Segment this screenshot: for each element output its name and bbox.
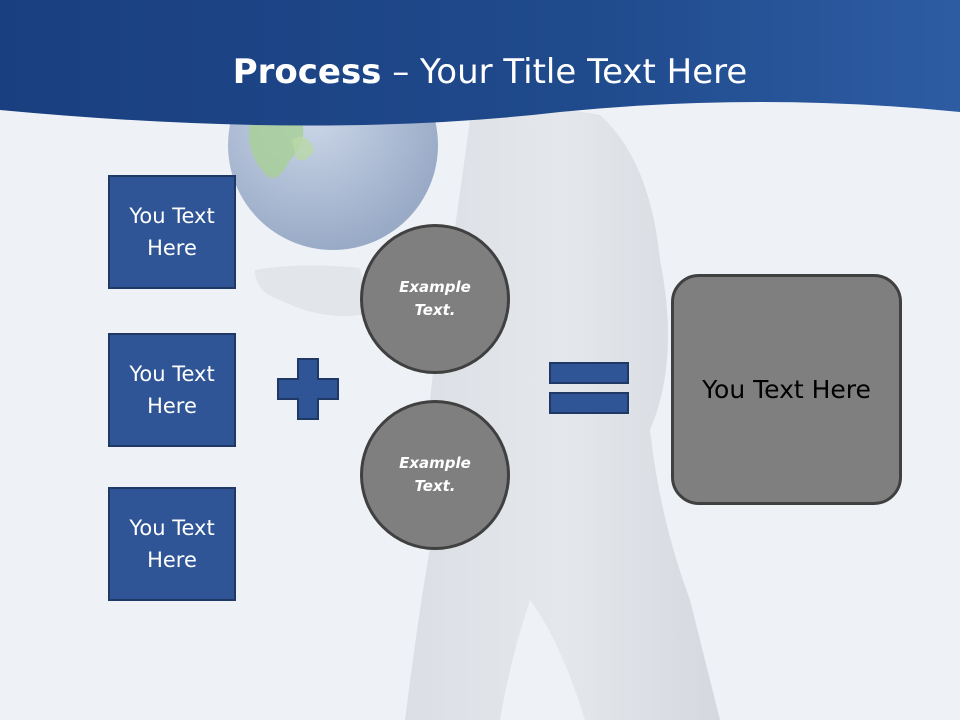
input-box-1[interactable]: You Text Here (108, 175, 236, 289)
slide-title: Process – Your Title Text Here (0, 52, 960, 92)
plus-icon (277, 358, 339, 420)
input-box-3[interactable]: You Text Here (108, 487, 236, 601)
header-band (0, 0, 960, 126)
equals-icon (549, 362, 629, 414)
example-circle-2[interactable]: Example Text. (360, 400, 510, 550)
title-bold-text: Process (232, 52, 382, 92)
example-circle-1[interactable]: Example Text. (360, 224, 510, 374)
result-box[interactable]: You Text Here (671, 274, 902, 505)
input-box-2[interactable]: You Text Here (108, 333, 236, 447)
title-rest-text: – Your Title Text Here (381, 52, 748, 92)
